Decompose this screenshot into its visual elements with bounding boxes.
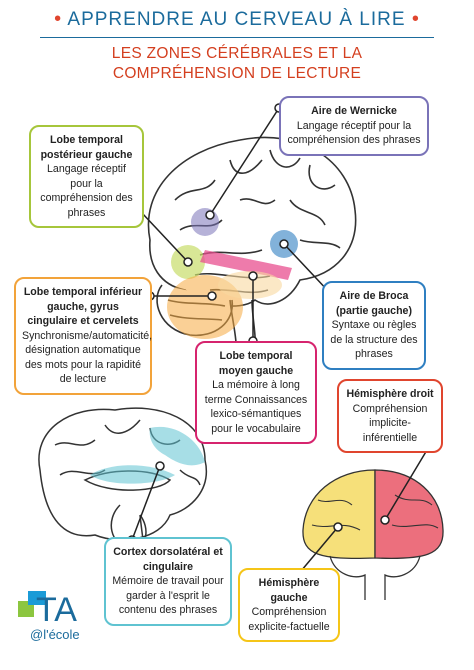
page-title: • APPRENDRE AU CERVEAU À LIRE •	[0, 8, 474, 31]
lobe-temporal-inf-box: Lobe temporal inférieur gauche, gyrus ci…	[14, 277, 152, 395]
subtitle-line-1: LES ZONES CÉRÉBRALES ET LA	[111, 45, 363, 62]
page-subtitle: LES ZONES CÉRÉBRALES ET LA COMPRÉHENSION…	[40, 37, 434, 84]
wernicke-text: Langage réceptif pour la compréhension d…	[287, 119, 421, 147]
wernicke-zone	[191, 208, 219, 236]
wernicke-title: Aire de Wernicke	[311, 105, 397, 117]
lobe-temporal-moyen-text: La mémoire à long terme Connaissances le…	[204, 379, 308, 435]
cingulate-zone	[218, 271, 282, 299]
cingulate-sagittal-zone	[90, 465, 175, 484]
dorsolateral-zone	[149, 426, 205, 466]
lobe-temporal-post-title: Lobe temporal postérieur gauche	[40, 134, 133, 161]
wernicke-box: Aire de Wernicke Langage réceptif pour l…	[279, 96, 429, 156]
subtitle-line-2: COMPRÉHENSION DE LECTURE	[112, 65, 362, 82]
temporal-moyen-zone	[200, 250, 292, 280]
hemisphere-gauche-box: Hémisphère gauche Compréhension explicit…	[238, 568, 340, 642]
lobe-temporal-moyen-title: Lobe temporal moyen gauche	[218, 350, 294, 377]
broca-text: Syntaxe ou règles de la structure des ph…	[330, 319, 418, 360]
lobe-temporal-inf-title: Lobe temporal inférieur gauche, gyrus ci…	[23, 286, 143, 327]
lobe-temporal-post-text: Langage réceptif pour la compréhension d…	[40, 163, 133, 219]
hemisphere-droit-box: Hémisphère droit Compréhension implicite…	[337, 379, 443, 453]
logo-caption: @l'école	[30, 627, 80, 642]
hemisphere-gauche-text: Compréhension explicite-factuelle	[248, 606, 330, 633]
title-text: APPRENDRE AU CERVEAU À LIRE	[67, 9, 406, 30]
bullet-icon: •	[54, 8, 63, 30]
hemisphere-gauche-title: Hémisphère gauche	[258, 577, 320, 604]
cortex-box: Cortex dorsolatéral et cingulaire Mémoir…	[104, 537, 232, 626]
hemisphere-droit-text: Compréhension implicite-inférentielle	[352, 402, 428, 444]
broca-title: Aire de Broca (partie gauche)	[336, 290, 412, 317]
hemispheres-icon	[302, 469, 444, 600]
broca-box: Aire de Broca (partie gauche) Syntaxe ou…	[322, 281, 426, 370]
cortex-text: Mémoire de travail pour garder à l'espri…	[112, 575, 224, 616]
lobe-temporal-moyen-box: Lobe temporal moyen gauche La mémoire à …	[195, 341, 317, 444]
svg-text:TA: TA	[36, 591, 77, 629]
lobe-temporal-inf-text: Synchronisme/automaticité, désignation a…	[22, 329, 153, 386]
ta-logo: TA	[18, 591, 77, 629]
hemisphere-droit-title: Hémisphère droit	[346, 388, 434, 400]
lobe-temporal-post-box: Lobe temporal postérieur gauche Langage …	[29, 125, 144, 228]
bullet-icon: •	[411, 8, 420, 30]
cortex-title: Cortex dorsolatéral et cingulaire	[113, 546, 223, 573]
